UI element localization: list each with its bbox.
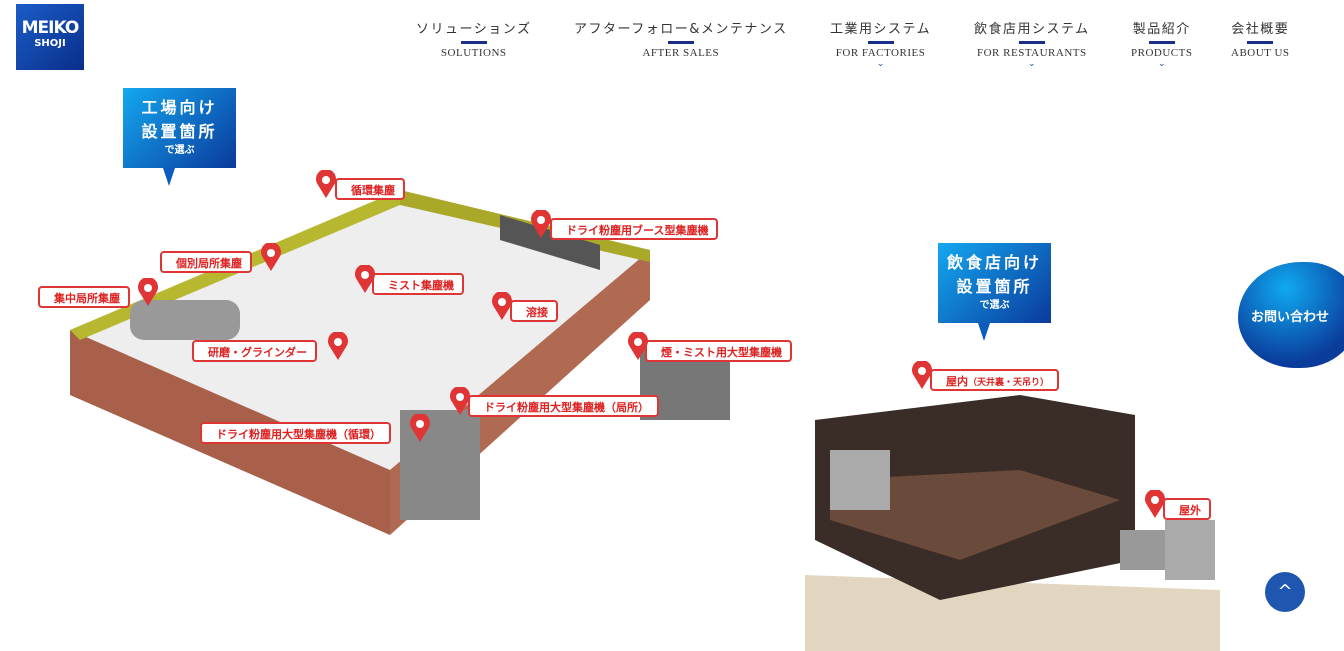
- map-pin-icon: [450, 387, 470, 415]
- map-pin-icon: [355, 265, 375, 293]
- location-tag[interactable]: 研磨・グラインダー: [192, 340, 317, 362]
- location-tag[interactable]: ミスト集塵機: [372, 273, 464, 295]
- factory-illustration: [70, 190, 730, 535]
- location-tag[interactable]: 集中局所集塵: [38, 286, 130, 308]
- location-tag[interactable]: 溶接: [510, 300, 558, 322]
- location-tag[interactable]: ドライ粉塵用大型集塵機（循環）: [200, 422, 391, 444]
- map-pin-icon: [410, 414, 430, 442]
- chevron-down-icon: ⌄: [1028, 59, 1036, 69]
- contact-button[interactable]: お問い合わせ: [1238, 262, 1344, 368]
- map-pin-icon: [912, 361, 932, 389]
- map-pin-icon: [316, 170, 336, 198]
- map-pin-icon: [261, 243, 281, 271]
- location-tag[interactable]: ドライ粉塵用大型集塵機（局所）: [468, 395, 659, 417]
- map-pin-icon: [138, 278, 158, 306]
- map-pin-icon: [628, 332, 648, 360]
- location-tag[interactable]: 煙・ミスト用大型集塵機: [645, 340, 792, 362]
- back-to-top-button[interactable]: ^: [1265, 572, 1305, 612]
- restaurant-illustration: [805, 395, 1220, 651]
- map-pin-icon: [531, 210, 551, 238]
- location-tag[interactable]: 循環集塵: [335, 178, 405, 200]
- map-pin-icon: [492, 292, 512, 320]
- chevron-up-icon: ^: [1277, 581, 1293, 602]
- chevron-down-icon: ⌄: [876, 59, 885, 69]
- chevron-down-icon: ⌄: [1157, 59, 1166, 69]
- location-tag[interactable]: 屋外: [1163, 498, 1211, 520]
- location-tag[interactable]: ドライ粉塵用ブース型集塵機: [550, 218, 719, 240]
- location-tag[interactable]: 屋内（天井裏・天吊り）: [930, 369, 1060, 391]
- factory-select-bubble[interactable]: 工場向け設置箇所で選ぶ: [123, 88, 236, 186]
- map-pin-icon: [1145, 490, 1165, 518]
- location-tag[interactable]: 個別局所集塵: [160, 251, 252, 273]
- map-pin-icon: [328, 332, 348, 360]
- restaurant-select-bubble[interactable]: 飲食店向け設置箇所で選ぶ: [938, 243, 1051, 341]
